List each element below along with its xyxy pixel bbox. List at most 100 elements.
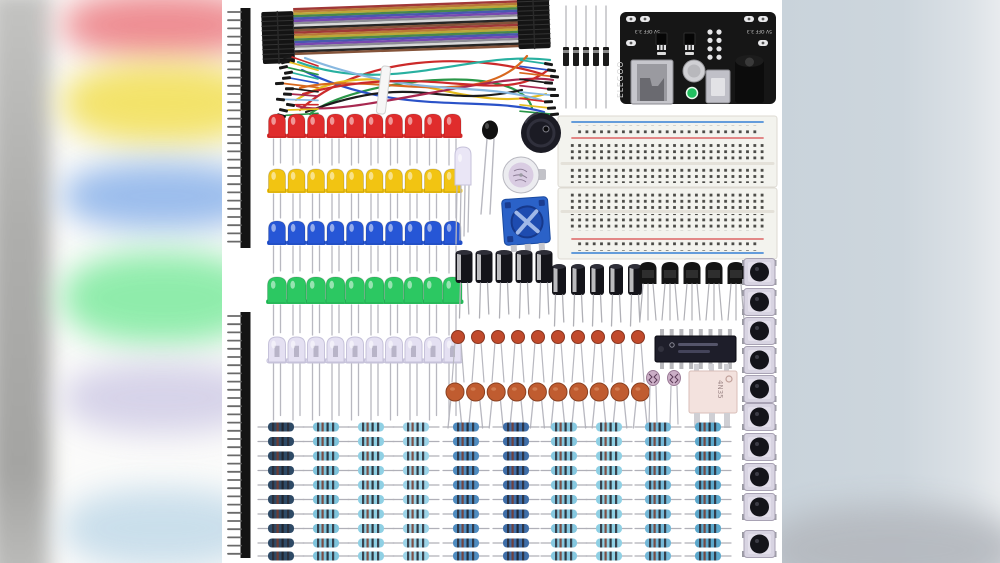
ceramic-capacitors-small-part <box>571 341 576 383</box>
push-button-1 <box>742 258 777 286</box>
resistor-body <box>551 509 577 519</box>
resistor-body <box>645 480 671 490</box>
resistor-band <box>653 480 656 490</box>
transistor-marking <box>708 270 720 278</box>
resistor-band <box>708 451 711 461</box>
resistor-band <box>649 551 652 561</box>
thermistor-part <box>489 138 495 215</box>
resistor-body <box>503 524 529 533</box>
resistor-band <box>472 480 475 490</box>
resistor-body <box>403 422 429 432</box>
jumper-pin-tip <box>546 68 557 73</box>
resistor-band <box>653 551 656 561</box>
push-button-5 <box>742 375 777 403</box>
resistor-band <box>507 480 510 490</box>
resistor-band <box>604 480 607 490</box>
red-band <box>62 0 222 58</box>
resistor-band <box>287 451 290 461</box>
resistor-band <box>507 551 510 561</box>
thermistor-bead <box>482 120 498 140</box>
led-die <box>274 345 280 357</box>
resistor-band <box>570 466 573 475</box>
disc-cap <box>571 330 585 344</box>
resistor-band <box>272 495 275 504</box>
resistor-band <box>472 551 475 561</box>
resistor-band <box>366 551 369 561</box>
resistor-band <box>570 437 573 446</box>
resistor-band <box>416 524 419 533</box>
resistor-body <box>268 422 294 432</box>
ceramic-capacitors-large-part <box>643 397 649 429</box>
cap-stripe <box>517 254 521 280</box>
resistor-band <box>287 538 290 548</box>
resistor-band <box>615 524 618 533</box>
resistor-band <box>326 480 329 490</box>
jumper-cap <box>683 32 696 46</box>
resistor-band <box>555 495 558 504</box>
led-highlight <box>290 340 296 349</box>
resistor-band <box>461 495 464 504</box>
resistor-band <box>658 538 661 548</box>
resistor-band <box>559 551 562 561</box>
cap-stripe <box>591 268 596 292</box>
resistor-band <box>416 538 419 548</box>
resistor-band <box>466 524 469 533</box>
resistor-band <box>461 538 464 548</box>
disc-cap <box>471 330 485 344</box>
resistor-band <box>600 480 603 490</box>
ldr-body <box>667 370 681 386</box>
resistor-band <box>287 480 290 490</box>
resistor-band <box>559 509 562 519</box>
plunger-glint <box>755 384 759 388</box>
resistor-band <box>600 422 603 432</box>
resistor-band <box>276 466 279 475</box>
jumper-wire <box>303 56 543 102</box>
resistor-band <box>564 551 567 561</box>
disc-cap <box>631 330 645 344</box>
cap-stripe <box>610 268 615 292</box>
thermistor-glint <box>485 123 489 129</box>
electrolytic-capacitors-large-part <box>518 282 522 319</box>
resistor-band <box>326 466 329 475</box>
resistor-band <box>377 538 380 548</box>
grid-holes-b <box>570 214 765 231</box>
electrolytic-capacitors-small <box>552 264 642 327</box>
ribbon-stripe <box>294 40 521 51</box>
jumper-pin-tip <box>275 97 286 102</box>
resistor-band <box>332 538 335 548</box>
resistor-band <box>555 422 558 432</box>
resistor-band <box>664 466 667 475</box>
resistor-band <box>422 466 425 475</box>
ribbon-stripe <box>293 21 520 32</box>
resistor-band <box>272 451 275 461</box>
resistor-body <box>313 480 339 490</box>
disc-cap <box>445 382 465 402</box>
resistor-band <box>649 524 652 533</box>
resistor-band <box>281 451 284 461</box>
grid-holes-a <box>570 192 765 209</box>
cap-top <box>553 264 565 269</box>
jumper-wire-bundle-part <box>293 87 319 93</box>
ic-pin <box>718 361 723 369</box>
led-row-blue <box>267 220 463 274</box>
resistor-band <box>604 451 607 461</box>
output-pin <box>707 46 713 52</box>
led-dome <box>268 168 286 193</box>
led-dome <box>268 113 286 138</box>
resistor-band <box>276 422 279 432</box>
push-button-9 <box>742 493 777 521</box>
led-dome <box>365 113 384 138</box>
resistor-band <box>653 451 656 461</box>
pin-header-strip-1 <box>227 8 251 248</box>
led-highlight <box>427 116 432 125</box>
resistor-band <box>649 509 652 519</box>
plunger-glint <box>755 502 759 506</box>
ribbon-stripe <box>293 0 520 11</box>
disc-cap <box>527 382 547 402</box>
resistor-body <box>503 422 529 432</box>
disc-glint <box>532 387 538 391</box>
plunger-glint <box>755 267 759 271</box>
resistor-band <box>649 422 652 432</box>
electrolytic-capacitors-small-part <box>580 294 584 323</box>
rgb-led <box>454 146 472 245</box>
